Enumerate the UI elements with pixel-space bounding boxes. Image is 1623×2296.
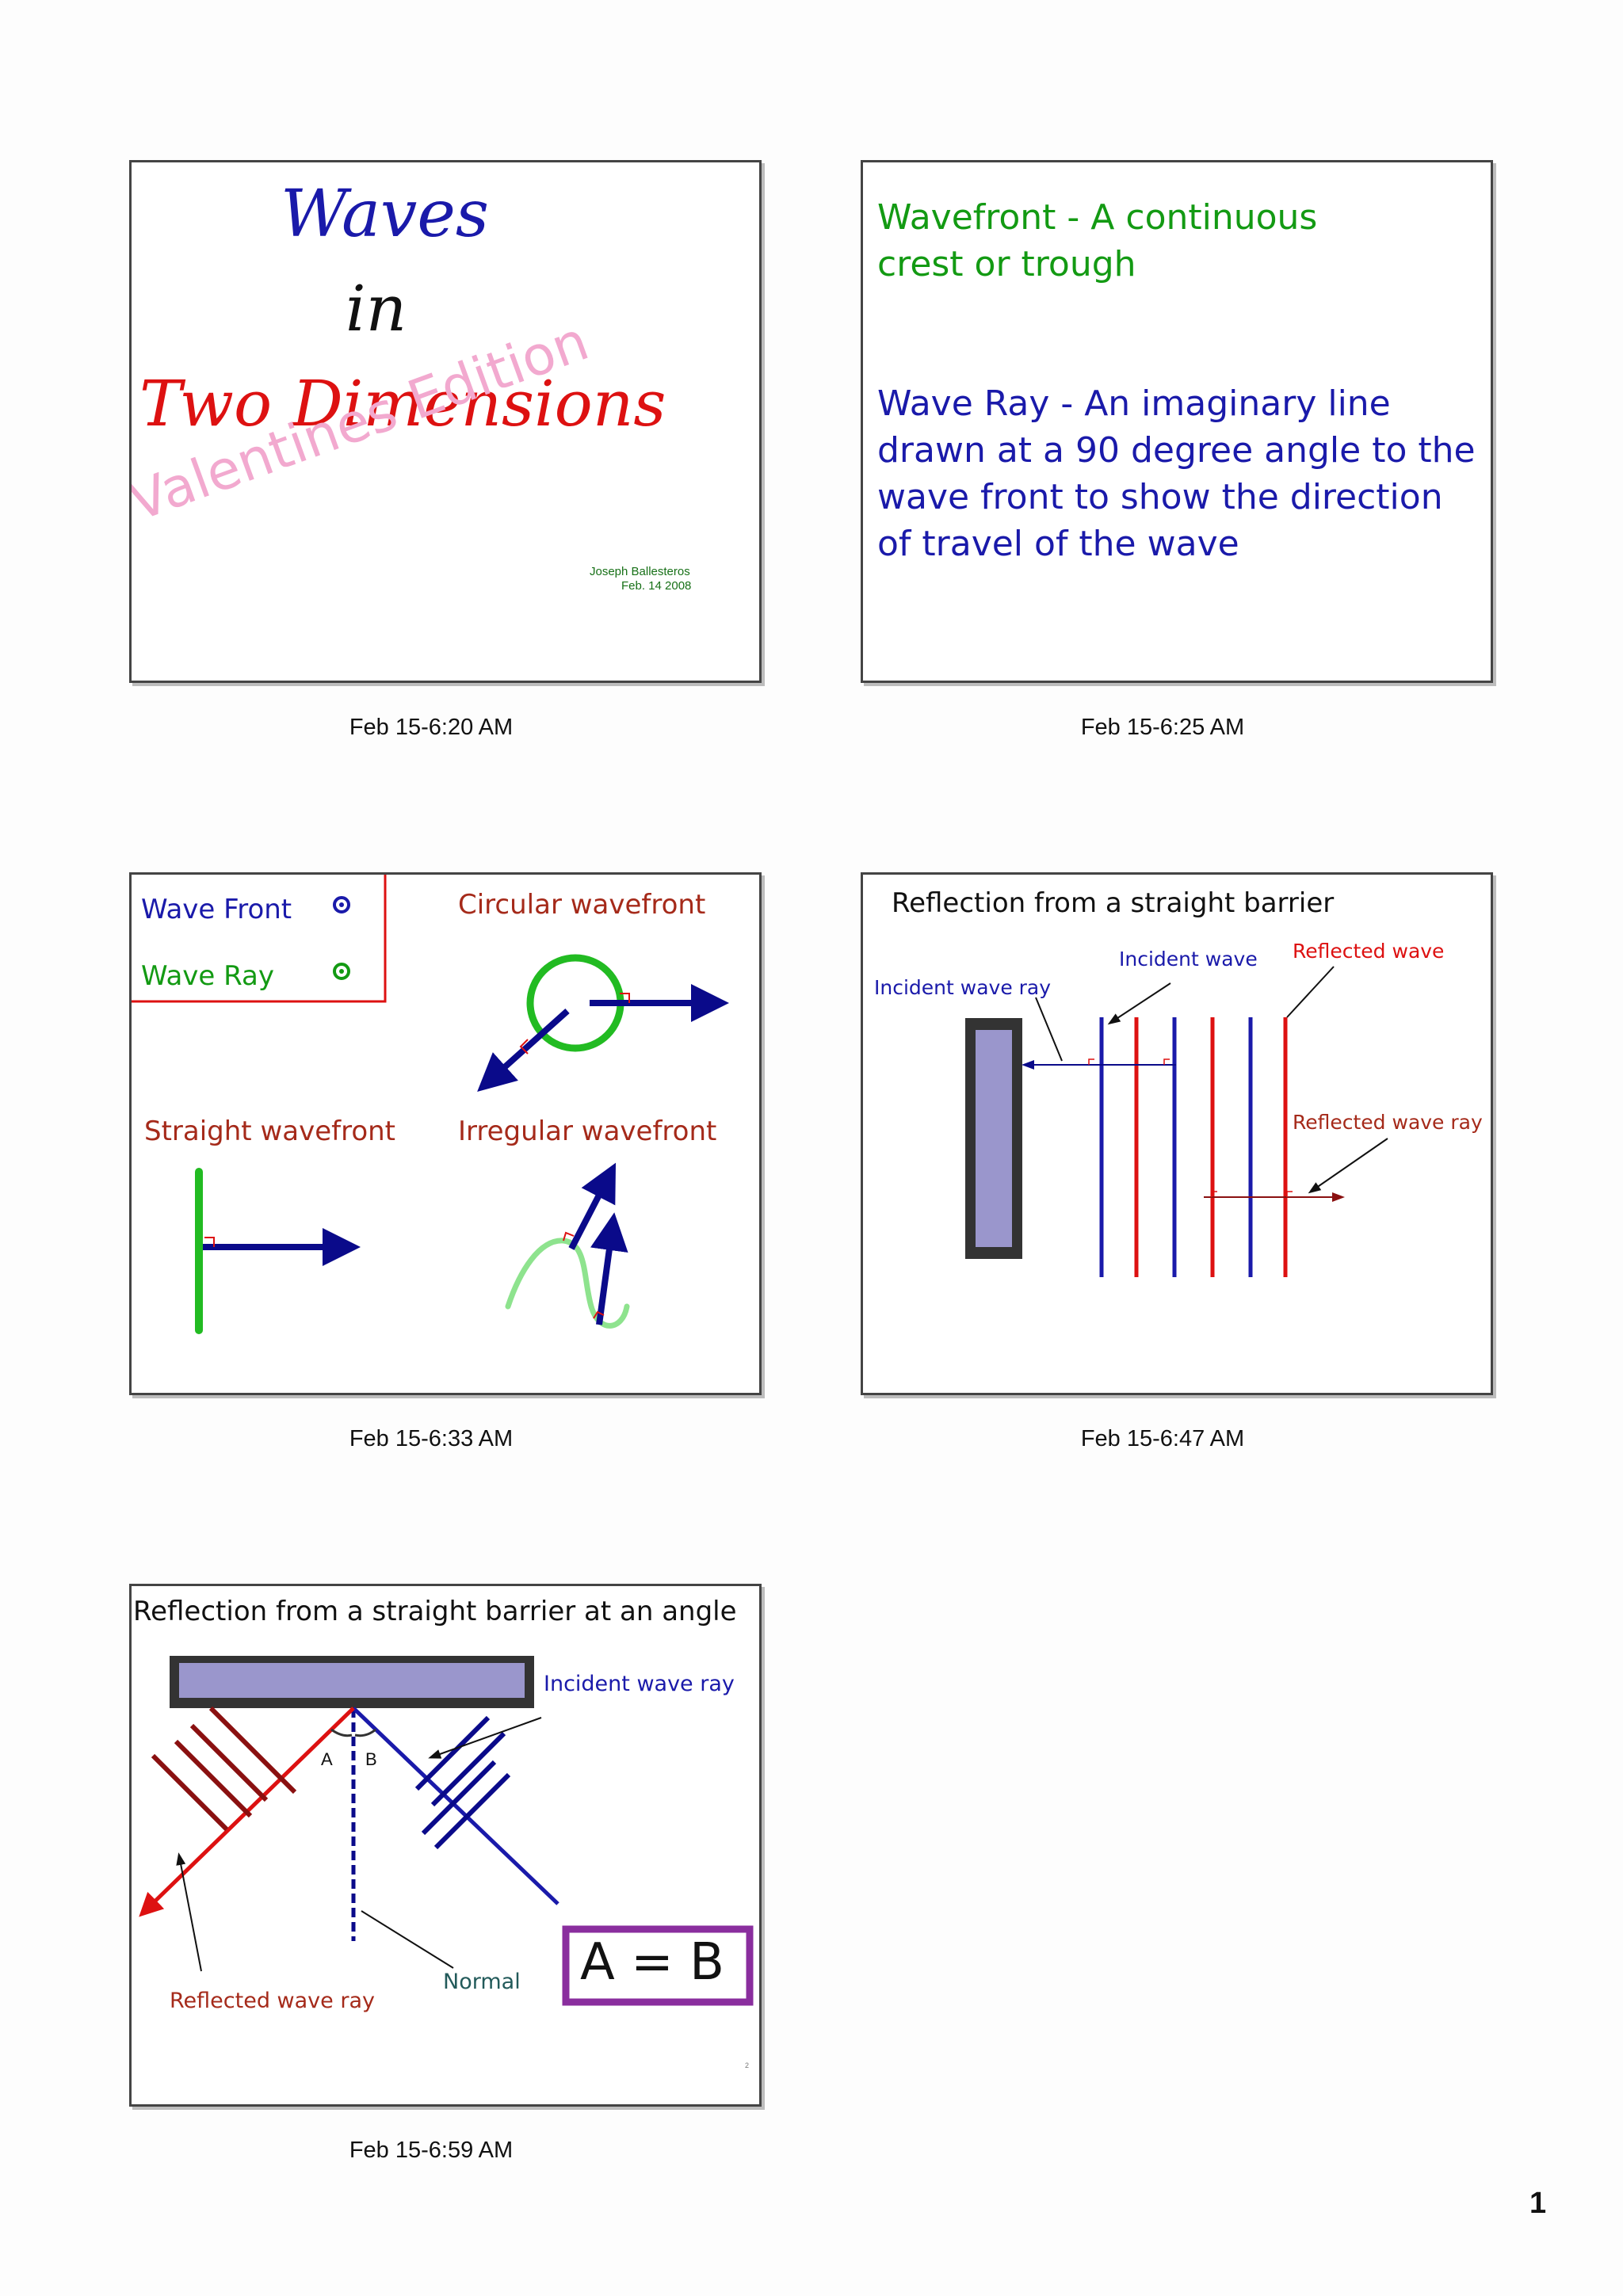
label-angle-b: B [365,1749,377,1769]
incident-front-4 [433,1772,511,1850]
caption-slide-2: Feb 15-6:25 AM [1080,715,1245,740]
pointer-normal [361,1910,454,1969]
legend-wave-front-label: Wave Front [141,894,292,925]
label-reflected-wave-ray: Reflected wave ray [170,1989,375,2013]
incident-front-3 [421,1760,497,1836]
incident-front-1 [414,1715,491,1791]
equation-box [562,1925,754,2006]
caption-slide-5: Feb 15-6:59 AM [349,2138,514,2163]
label-incident-wave-ray: Incident wave ray [874,976,1052,999]
wave-front-symbol-icon [333,896,350,913]
page-number: 1 [1529,2187,1547,2220]
irregular-wavefront-label: Irregular wavefront [458,1116,717,1147]
label-incident-wave-ray: Incident wave ray [544,1672,735,1696]
pointer-incident-ray [428,1717,542,1759]
caption-slide-3: Feb 15-6:33 AM [349,1426,514,1451]
slide-title[interactable]: Waves in Two Dimensions Valentines Editi… [129,160,762,683]
angle-b-arc [354,1728,376,1737]
circular-ray-left [477,1009,570,1093]
corner-slide-mark: 2 [745,2061,750,2069]
straight-barrier-diagram [965,966,1388,1277]
straight-wavefront-label: Straight wavefront [144,1116,396,1147]
irregular-ray-1 [568,1162,617,1250]
reflected-front-1 [151,1753,229,1832]
slide-straight-barrier-reflection[interactable]: Reflection from a straight barrier Incid… [861,872,1493,1395]
caption-slide-4: Feb 15-6:47 AM [1080,1426,1245,1451]
pointer-incident-wave [1107,982,1171,1025]
label-reflected-wave: Reflected wave [1293,940,1445,963]
reflected-front-4 [208,1706,297,1794]
slide5-title: Reflection from a straight barrier at an… [133,1596,737,1627]
label-incident-wave: Incident wave [1119,948,1258,971]
incident-ray-line [352,1707,559,1905]
reflected-front-3 [189,1723,269,1802]
reflected-front-2 [174,1739,253,1818]
irregular-wavefront-curve [505,1238,630,1329]
label-angle-a: A [321,1749,333,1769]
caption-slide-1: Feb 15-6:20 AM [349,715,514,740]
author-date: Feb. 14 2008 [621,579,692,593]
wave-ray-definition: Wave Ray - An imaginary line drawn at a … [877,383,1476,564]
author-name: Joseph Ballesteros [590,565,690,578]
title-two-dimensions: Two Dimensions [139,367,666,441]
pointer-reflected-ray [176,1852,202,1972]
reflected-ray-line [139,1707,355,1917]
title-waves: Waves [281,177,489,252]
angled-barrier-diagram [139,1656,754,2006]
angle-a-arc [330,1728,353,1737]
wave-ray-symbol-icon [333,963,350,980]
irregular-ray-2 [590,1212,628,1325]
wavefront-types-diagram [132,875,729,1334]
pointer-reflected-ray [1308,1138,1388,1194]
legend-box [132,875,387,1003]
label-normal: Normal [443,1970,521,1994]
pointer-reflected-wave [1286,966,1335,1018]
legend-wave-ray-label: Wave Ray [141,960,274,992]
slide-definitions[interactable]: Wavefront - A continuous crest or trough… [861,160,1493,683]
incident-front-2 [430,1731,506,1807]
wavefront-definition: Wavefront - A continuous crest or trough [877,197,1318,284]
slide4-title: Reflection from a straight barrier [892,887,1335,919]
slide-wavefront-types[interactable]: Wave Front Wave Ray Circular wavefront S… [129,872,762,1395]
title-in: in [346,272,407,345]
label-reflected-wave-ray: Reflected wave ray [1293,1111,1483,1134]
pointer-incident-ray [1035,997,1063,1062]
circular-wavefront-label: Circular wavefront [458,889,706,921]
slide-angled-barrier-reflection[interactable]: Reflection from a straight barrier at an… [129,1584,762,2107]
equation-a-equals-b: A = B [580,1933,724,1992]
